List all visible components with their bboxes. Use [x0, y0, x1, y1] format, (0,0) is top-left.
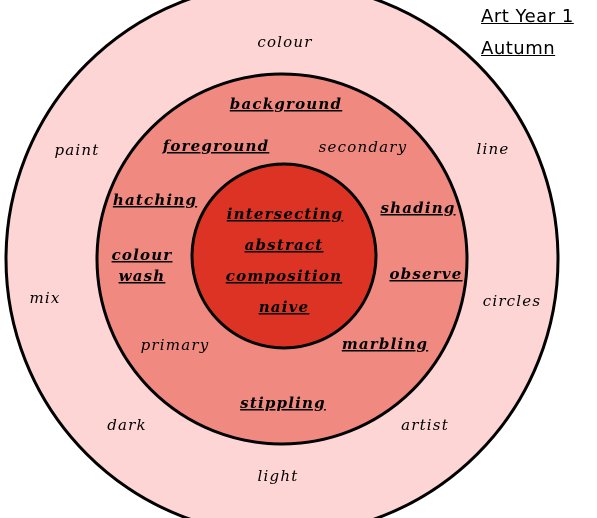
- word-observe: observe: [389, 265, 462, 283]
- word-composition: composition: [226, 267, 342, 285]
- title-year: Art Year 1: [481, 6, 574, 27]
- word-stippling: stippling: [240, 394, 326, 412]
- word-intersecting: intersecting: [227, 205, 344, 223]
- word-dark: dark: [107, 416, 147, 434]
- word-circles: circles: [483, 292, 542, 310]
- word-foreground: foreground: [162, 137, 270, 155]
- word-line: line: [477, 140, 510, 158]
- word-hatching: hatching: [113, 191, 197, 209]
- word-primary: primary: [141, 336, 210, 354]
- word-secondary: secondary: [319, 138, 408, 156]
- title-term: Autumn: [481, 38, 556, 59]
- word-colour-wash-line2: wash: [119, 267, 166, 285]
- word-background: background: [230, 95, 342, 113]
- inner-circle: [190, 162, 378, 350]
- word-shading: shading: [380, 199, 455, 217]
- word-colour-wash-line1: colour: [112, 246, 173, 264]
- word-mix: mix: [29, 289, 60, 307]
- word-abstract: abstract: [245, 236, 324, 254]
- word-paint: paint: [54, 141, 99, 159]
- word-marbling: marbling: [342, 335, 428, 353]
- word-colour: colour: [257, 33, 312, 51]
- word-artist: artist: [401, 416, 449, 434]
- word-light: light: [258, 467, 299, 485]
- word-naive: naive: [259, 298, 310, 316]
